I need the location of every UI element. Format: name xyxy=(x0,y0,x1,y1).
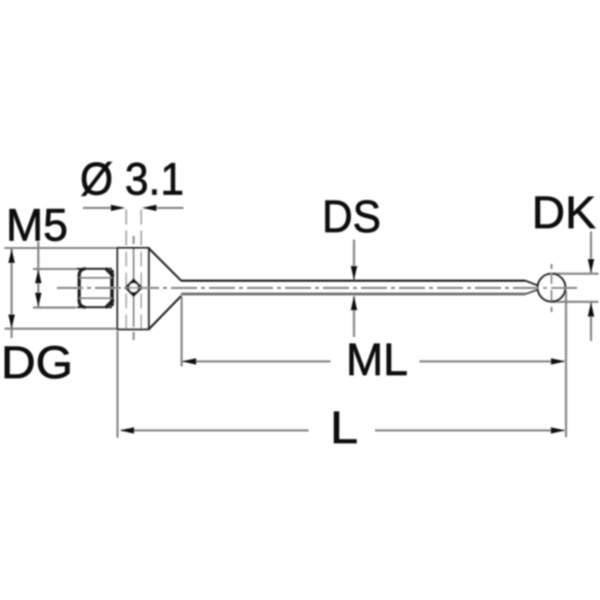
svg-text:L: L xyxy=(330,402,358,453)
svg-text:ML: ML xyxy=(346,334,408,385)
svg-text:Ø 3.1: Ø 3.1 xyxy=(80,154,184,205)
svg-text:DS: DS xyxy=(322,191,381,242)
svg-text:DG: DG xyxy=(1,337,73,388)
svg-text:M5: M5 xyxy=(6,200,68,251)
svg-text:DK: DK xyxy=(532,187,596,238)
